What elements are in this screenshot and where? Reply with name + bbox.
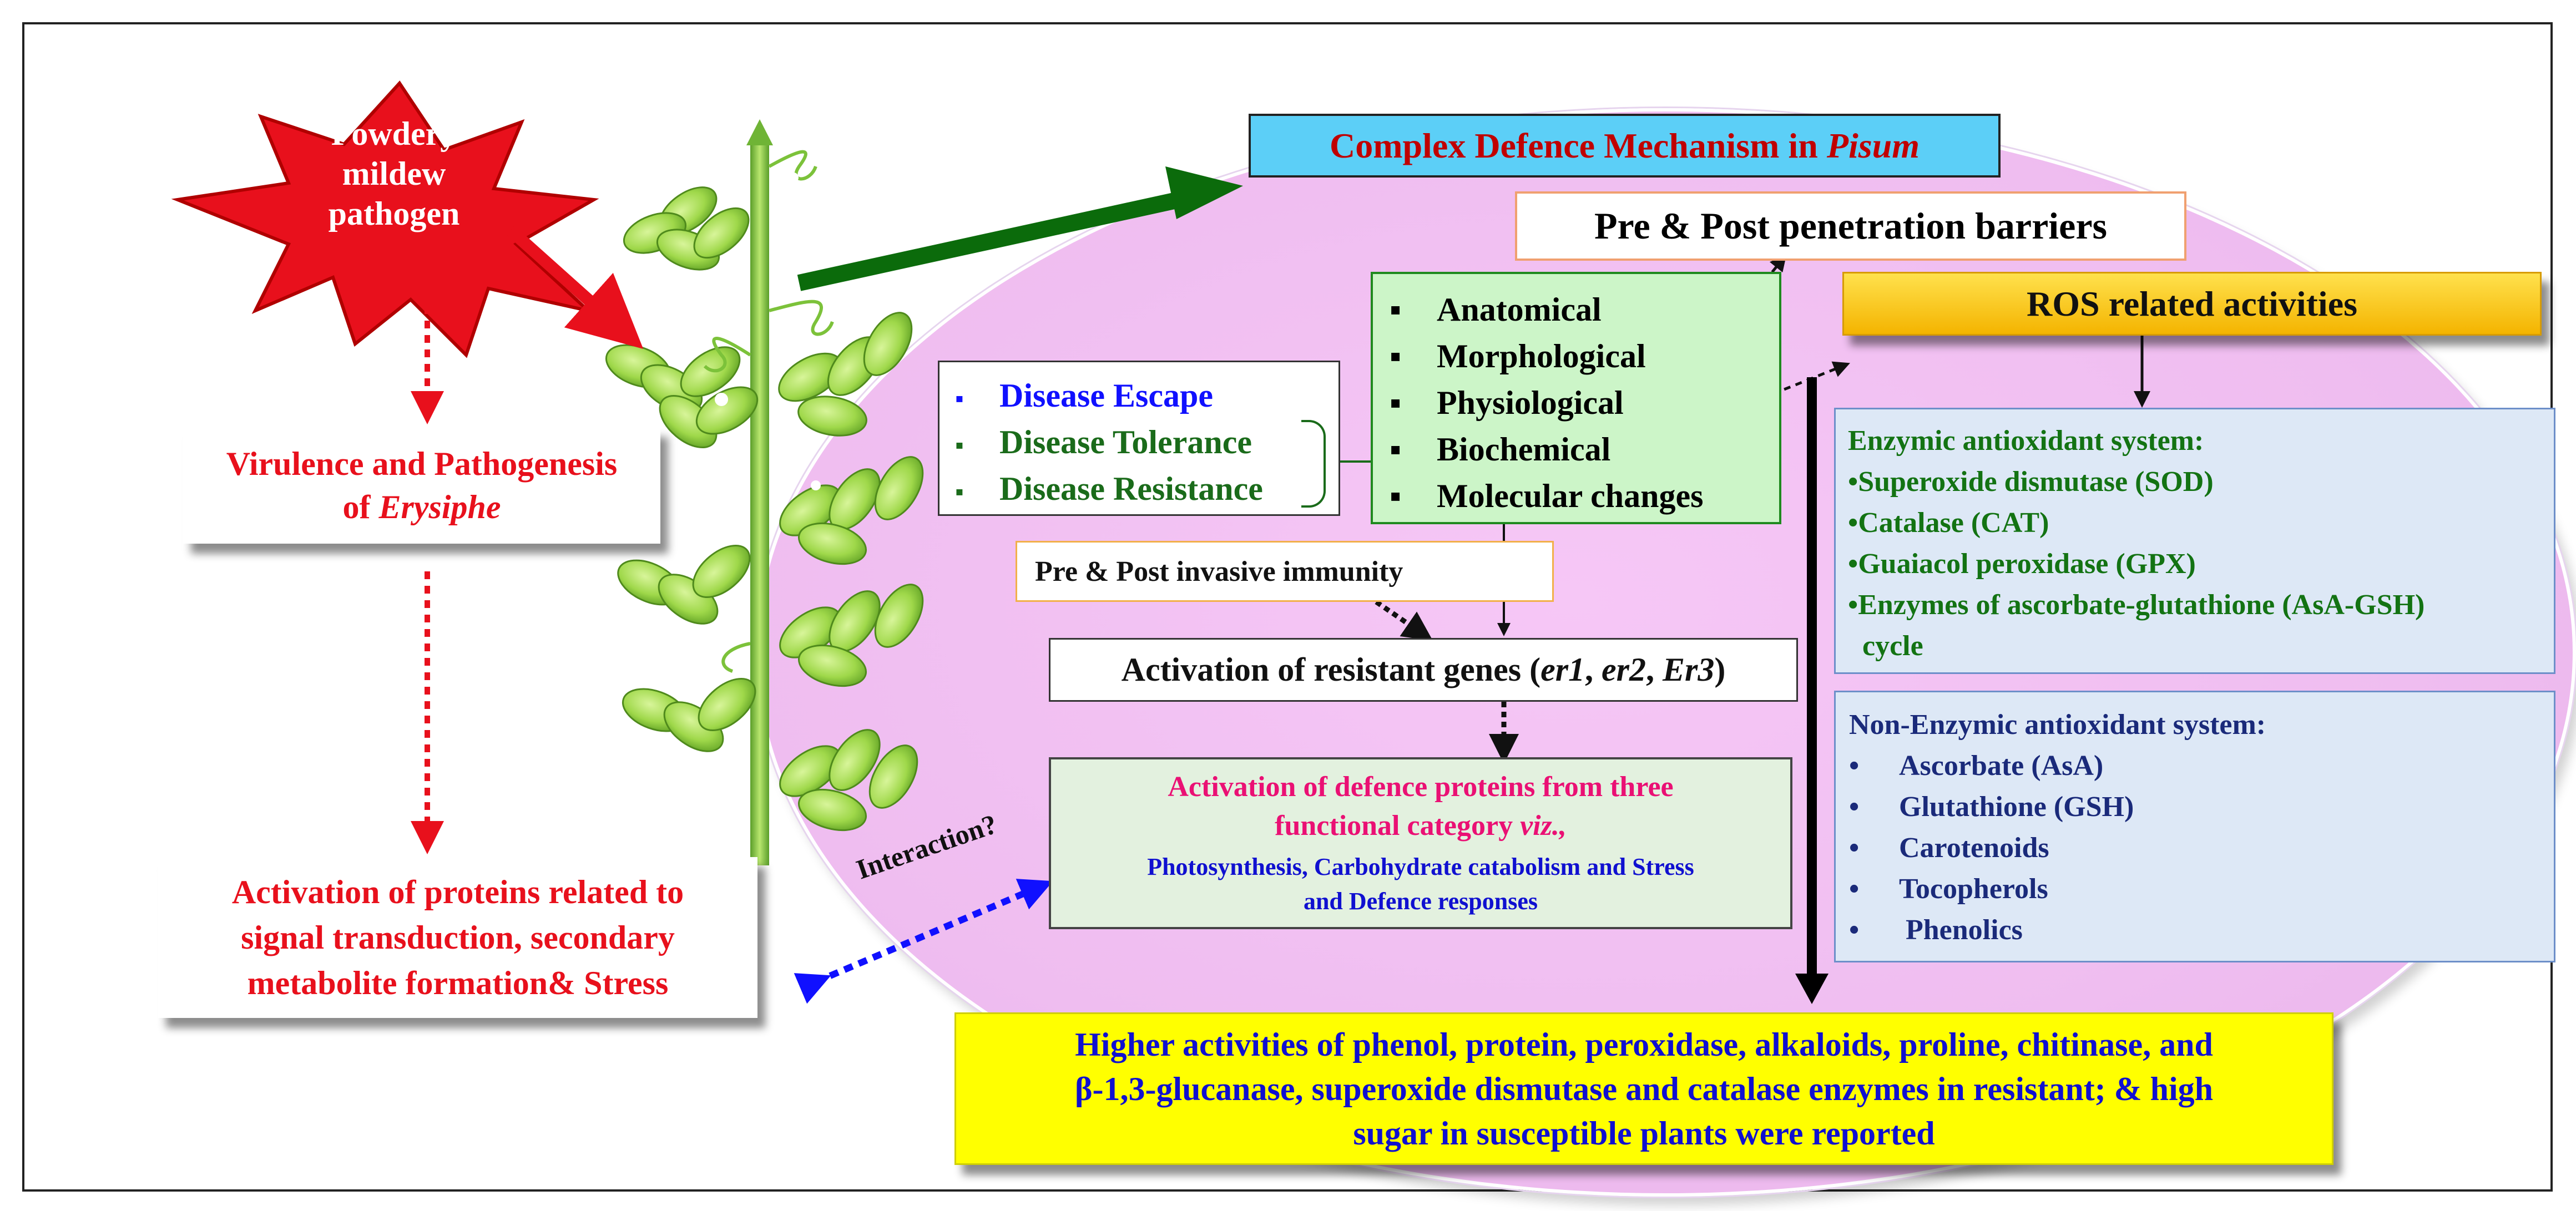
higher-line: sugar in susceptible plants were reporte… (1353, 1114, 1935, 1152)
non-enzymic-item-label: Tocopherols (1899, 873, 2048, 905)
enzymic-item: •Enzymes of ascorbate-glutathione (AsA-G… (1848, 589, 2425, 621)
mildew-spots (715, 173, 821, 490)
higher-line: β-1,3-glucanase, superoxide dismutase an… (1074, 1070, 2214, 1107)
invasive-to-genes-arrow (1375, 600, 1433, 641)
activation-line: Activation of proteins related to (231, 874, 684, 910)
plant-to-title-arrow (797, 191, 1181, 291)
ros-box: ROS related activities (1842, 272, 2542, 336)
non-enzymic-item-label: Phenolics (1906, 914, 2023, 946)
plant-to-title-arrowhead (1165, 166, 1243, 219)
title-genus: Pisum (1826, 125, 1920, 165)
non-enzymic-item: • Tocopherols (1849, 869, 2540, 910)
changes-item: Morphological (1384, 333, 1768, 379)
enzymic-item: •Catalase (CAT) (1848, 507, 2049, 539)
bullet-icon: • (1849, 873, 1860, 905)
interaction-arrow (794, 879, 1053, 1004)
non-enzymic-item: • Glutathione (GSH) (1849, 787, 2540, 828)
enzymic-item: •Guaiacol peroxidase (GPX) (1848, 548, 2196, 580)
proteins-categories: Photosynthesis, Carbohydrate catabolism … (1147, 850, 1694, 919)
disease-item: Disease Resistance (955, 465, 1323, 512)
activation-line: metabolite formation& Stress (247, 965, 669, 1001)
pathogen-label-line: pathogen (328, 195, 460, 232)
changes-item: Molecular changes (1384, 473, 1768, 519)
non-enzymic-item-label: Carotenoids (1899, 832, 2049, 864)
proteins-prefix: functional category (1275, 810, 1521, 842)
bullet-icon: • (1849, 791, 1860, 823)
defence-proteins-box: Activation of defence proteins from thre… (1049, 757, 1792, 929)
gene-name: er1 (1540, 651, 1585, 688)
higher-activities-box: Higher activities of phenol, protein, pe… (954, 1012, 2333, 1165)
non-enzymic-item-label: Glutathione (GSH) (1899, 791, 2134, 823)
plant-tendrils (703, 150, 834, 673)
gene-name: Er3 (1663, 651, 1715, 688)
genes-separator: , (1585, 651, 1602, 688)
proteins-line: Activation of defence proteins from thre… (1168, 771, 1674, 803)
proteins-line: Photosynthesis, Carbohydrate catabolism … (1147, 853, 1694, 880)
proteins-line: and Defence responses (1303, 888, 1538, 915)
plant-leaves (605, 186, 924, 832)
bullet-icon: • (1849, 914, 1860, 946)
higher-line: Higher activities of phenol, protein, pe… (1075, 1026, 2213, 1063)
virulence-line: of Erysiphe (342, 485, 501, 529)
changes-item: Biochemical (1384, 426, 1768, 473)
disease-bracket (1301, 420, 1326, 508)
changes-item: Anatomical (1384, 286, 1768, 333)
enzymic-item-continuation: cycle (1862, 630, 1923, 662)
changes-item: Physiological (1384, 379, 1768, 426)
non-enzymic-item: • Carotenoids (1849, 828, 2540, 869)
bullet-icon: • (1849, 832, 1860, 864)
genes-prefix: Activation of resistant genes ( (1121, 651, 1541, 688)
signal-activation-box: Activation of proteins related to signal… (158, 857, 757, 1018)
invasive-immunity-box: Pre & Post invasive immunity (1016, 541, 1554, 602)
non-enzymic-heading: Non-Enzymic antioxidant system: (1849, 709, 2266, 741)
plant-stem (750, 139, 769, 865)
genes-separator: , (1646, 651, 1663, 688)
disease-item: Disease Tolerance (955, 419, 1323, 465)
disease-item: Disease Escape (955, 372, 1323, 419)
non-enzymic-item-label: Ascorbate (AsA) (1899, 750, 2104, 782)
disease-box: Disease Escape Disease Tolerance Disease… (938, 361, 1340, 516)
pathogen-star-shape (171, 80, 599, 358)
genes-suffix: ) (1714, 651, 1726, 688)
enzymic-item: •Superoxide dismutase (SOD) (1848, 466, 2214, 498)
genus-name: Erysiphe (378, 489, 501, 525)
proteins-line: functional category viz., (1275, 807, 1567, 845)
bullet-icon: • (1849, 750, 1860, 782)
non-enzymic-antioxidant-box: Non-Enzymic antioxidant system: • Ascorba… (1834, 691, 2555, 962)
resistant-genes-box: Activation of resistant genes (er1, er2,… (1049, 638, 1798, 702)
changes-box: Anatomical Morphological Physiological B… (1371, 272, 1781, 524)
virulence-prefix: of (342, 489, 379, 525)
barriers-box: Pre & Post penetration barriers (1515, 191, 2186, 261)
long-down-arrowhead (1795, 974, 1829, 1004)
pathogen-to-plant-arrow (506, 225, 644, 349)
pathogen-label-line: Powdery (331, 115, 457, 152)
title-text: Complex Defence Mechanism in (1330, 125, 1827, 165)
virulence-line: Virulence and Pathogenesis (226, 445, 618, 482)
virulence-box: Virulence and Pathogenesis of Erysiphe (183, 427, 660, 544)
plant-stem-tip (746, 119, 773, 145)
non-enzymic-item: • Phenolics (1849, 910, 2540, 951)
pathogen-star-label: Powdery mildew pathogen (289, 114, 499, 234)
enzymic-antioxidant-box: Enzymic antioxidant system: •Superoxide … (1834, 408, 2555, 674)
gene-name: er2 (1602, 651, 1646, 688)
proteins-viz: viz., (1520, 810, 1567, 842)
title-box: Complex Defence Mechanism in Pisum (1249, 114, 2001, 178)
non-enzymic-item: • Ascorbate (AsA) (1849, 746, 2540, 787)
activation-line: signal transduction, secondary (241, 919, 675, 956)
enzymic-heading: Enzymic antioxidant system: (1848, 425, 2204, 457)
pathogen-label-line: mildew (342, 155, 446, 192)
